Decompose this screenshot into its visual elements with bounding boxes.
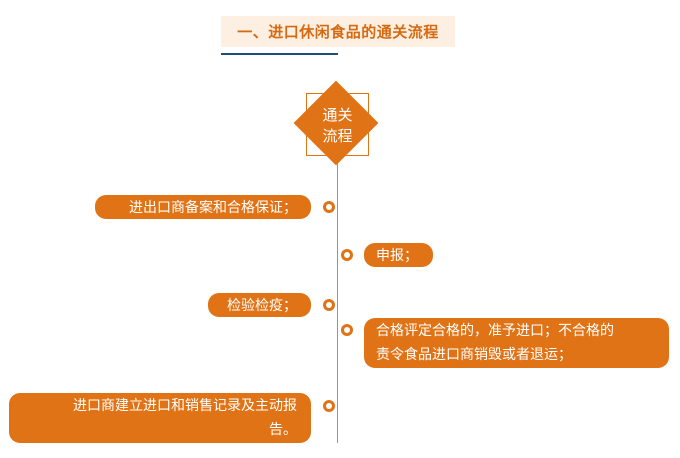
step-2-text: 申报； xyxy=(376,248,418,264)
timeline-axis xyxy=(337,155,338,443)
step-3-text: 检验检疫； xyxy=(227,298,297,314)
step-1-pill: 进出口商备案和合格保证； xyxy=(95,195,311,219)
step-5-text: 进口商建立进口和销售记录及主动报 告。 xyxy=(73,398,297,438)
step-4-pill: 合格评定合格的，准予进口；不合格的 责令食品进口商销毁或者退运； xyxy=(364,318,669,368)
step-1-node xyxy=(323,201,335,213)
title-underline xyxy=(221,53,338,55)
step-1-text: 进出口商备案和合格保证； xyxy=(129,200,297,216)
center-node-line1: 通关 xyxy=(322,106,353,124)
center-node-line2: 流程 xyxy=(322,127,353,145)
diagram-title: 一、进口休闲食品的通关流程 xyxy=(221,16,455,47)
step-3-pill: 检验检疫； xyxy=(208,293,311,317)
step-3-node xyxy=(323,299,335,311)
center-node-label: 通关 流程 xyxy=(306,96,369,156)
step-5-node xyxy=(323,400,335,412)
step-5-pill: 进口商建立进口和销售记录及主动报 告。 xyxy=(9,393,311,443)
step-4-node xyxy=(341,324,353,336)
step-4-text: 合格评定合格的，准予进口；不合格的 责令食品进口商销毁或者退运； xyxy=(376,323,614,363)
step-2-pill: 申报； xyxy=(364,243,433,267)
step-2-node xyxy=(341,249,353,261)
